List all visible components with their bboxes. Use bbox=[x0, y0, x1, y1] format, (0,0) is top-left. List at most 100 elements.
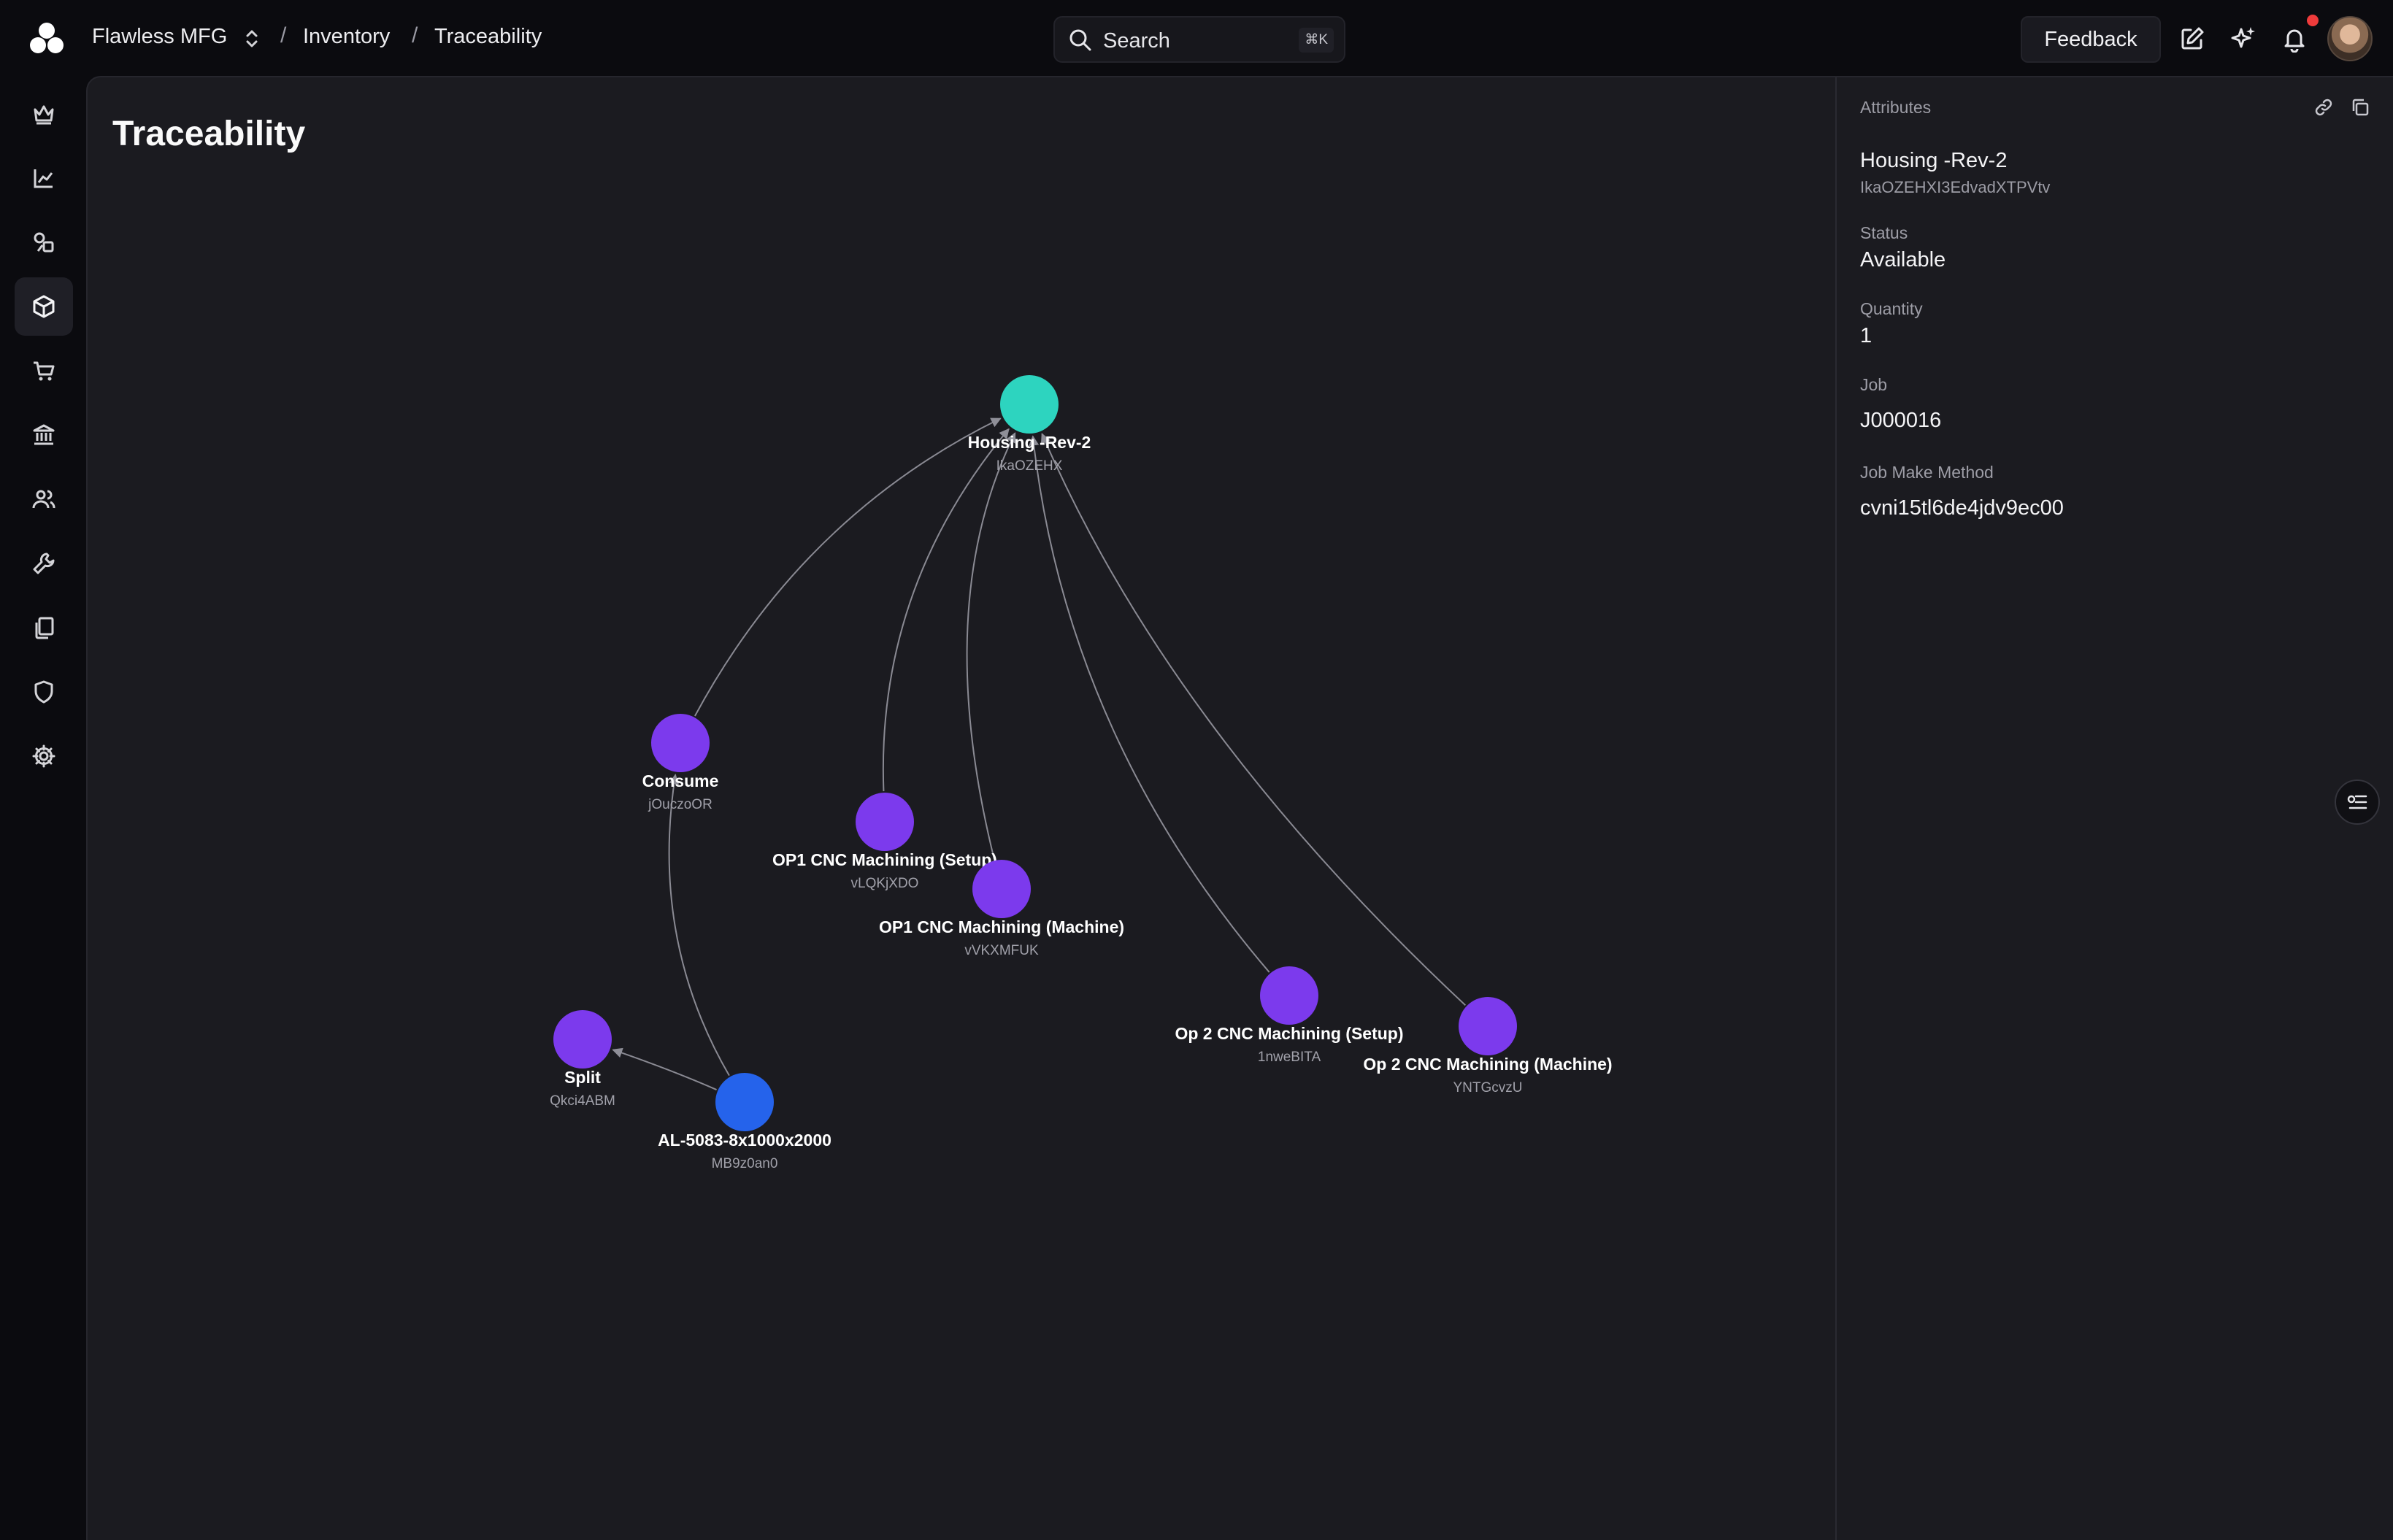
item-name: Housing -Rev-2 bbox=[1860, 149, 2008, 172]
graph-node-op2setup[interactable]: Op 2 CNC Machining (Setup) 1nweBITA bbox=[1175, 966, 1404, 1065]
graph-node-id: vVKXMFUK bbox=[964, 943, 1039, 958]
chart-icon bbox=[34, 169, 53, 188]
graph-node-circle[interactable] bbox=[1000, 375, 1059, 434]
status-label: Status bbox=[1860, 223, 1908, 242]
graph-node-circle[interactable] bbox=[553, 1010, 612, 1069]
sidebar-item-people[interactable] bbox=[15, 470, 73, 528]
sidebar-item-settings[interactable] bbox=[15, 727, 73, 785]
notification-dot bbox=[2307, 15, 2319, 26]
graph-node-label: AL-5083-8x1000x2000 bbox=[658, 1131, 831, 1150]
breadcrumb-separator: / bbox=[280, 23, 287, 47]
quantity-value: 1 bbox=[1860, 324, 1872, 347]
crown-icon bbox=[34, 105, 54, 125]
graph-node-label: OP1 CNC Machining (Setup) bbox=[772, 850, 997, 869]
sidebar-item-reports[interactable] bbox=[15, 149, 73, 207]
edit-icon[interactable] bbox=[2178, 25, 2206, 53]
sidebar-item-home[interactable] bbox=[15, 85, 73, 143]
sidebar bbox=[0, 76, 86, 1540]
graph-node-consume[interactable]: Consume jOuczoOR bbox=[642, 714, 719, 812]
graph-edge-op1setup-to-housing bbox=[882, 428, 1010, 792]
graph-node-id: 1nweBITA bbox=[1258, 1050, 1321, 1065]
sidebar-item-resources[interactable] bbox=[15, 534, 73, 593]
graph-node-label: Split bbox=[564, 1068, 601, 1087]
graph-node-label: Housing -Rev-2 bbox=[968, 433, 1091, 452]
make-method-value[interactable]: cvni15tl6de4jdv9ec00 bbox=[1860, 496, 2064, 520]
sidebar-item-quality[interactable] bbox=[15, 663, 73, 721]
graph-node-id: MB9z0an0 bbox=[712, 1156, 778, 1171]
search-placeholder: Search bbox=[1103, 29, 1170, 53]
graph-node-id: vLQKjXDO bbox=[851, 876, 919, 891]
graph-node-label: Op 2 CNC Machining (Machine) bbox=[1363, 1055, 1612, 1074]
graph-node-circle[interactable] bbox=[1260, 966, 1318, 1025]
graph-node-label: Op 2 CNC Machining (Setup) bbox=[1175, 1024, 1403, 1043]
breadcrumb-inventory[interactable]: Inventory bbox=[303, 25, 391, 48]
graph-node-id: YNTGcvzU bbox=[1453, 1080, 1523, 1096]
top-bar: Flawless MFG / Inventory / Traceability … bbox=[0, 0, 2393, 76]
graph-node-id: Qkci4ABM bbox=[550, 1093, 615, 1109]
user-avatar[interactable] bbox=[2327, 16, 2373, 61]
graph-node-op1setup[interactable]: OP1 CNC Machining (Setup) vLQKjXDO bbox=[772, 793, 997, 891]
wrench-icon bbox=[33, 553, 55, 574]
package-icon bbox=[33, 295, 55, 318]
breadcrumb-traceability[interactable]: Traceability bbox=[434, 25, 542, 48]
graph-node-id: IkaOZEHX bbox=[996, 458, 1063, 474]
graph-node-op1machine[interactable]: OP1 CNC Machining (Machine) vVKXMFUK bbox=[879, 860, 1124, 958]
sidebar-item-accounting[interactable] bbox=[15, 406, 73, 464]
graph-node-label: OP1 CNC Machining (Machine) bbox=[879, 917, 1124, 936]
link-icon[interactable] bbox=[2313, 96, 2335, 118]
graph-node-op2machine[interactable]: Op 2 CNC Machining (Machine) YNTGcvzU bbox=[1363, 997, 1613, 1096]
attributes-panel: Attributes Housing -Rev-2 IkaOZEHXI3Edva… bbox=[1835, 77, 2393, 1540]
graph-edge-al5083-to-consume bbox=[668, 774, 730, 1077]
job-value[interactable]: J000016 bbox=[1860, 409, 1942, 432]
shield-icon bbox=[34, 680, 53, 704]
job-label: Job bbox=[1860, 375, 1888, 394]
sparkle-icon[interactable] bbox=[2229, 25, 2257, 53]
graph-node-label: Consume bbox=[642, 771, 719, 790]
panel-toggle-button[interactable] bbox=[2335, 779, 2380, 825]
status-value: Available bbox=[1860, 248, 1946, 272]
sidebar-item-parts[interactable] bbox=[15, 213, 73, 272]
page-title: Traceability bbox=[112, 115, 306, 153]
quantity-label: Quantity bbox=[1860, 299, 1923, 318]
graph-node-circle[interactable] bbox=[856, 793, 914, 851]
graph-edge-al5083-to-split bbox=[612, 1047, 717, 1090]
make-method-label: Job Make Method bbox=[1860, 463, 1994, 482]
graph-node-circle[interactable] bbox=[972, 860, 1031, 918]
feedback-button[interactable]: Feedback bbox=[2021, 16, 2161, 63]
cart-icon bbox=[34, 361, 55, 381]
graph-node-circle[interactable] bbox=[1459, 997, 1517, 1055]
graph-node-circle[interactable] bbox=[651, 714, 710, 772]
users-icon bbox=[32, 490, 55, 509]
attributes-header: Attributes bbox=[1860, 98, 1932, 117]
documents-icon bbox=[35, 617, 54, 639]
shapes-icon bbox=[34, 232, 54, 253]
graph-edges bbox=[612, 417, 1467, 1090]
graph-edge-op2machine-to-housing bbox=[1040, 433, 1467, 1006]
item-id: IkaOZEHXI3EdvadXTPVtv bbox=[1860, 178, 2051, 196]
sidebar-item-inventory[interactable] bbox=[15, 277, 73, 336]
copy-icon[interactable] bbox=[2349, 96, 2371, 118]
bell-icon[interactable] bbox=[2281, 25, 2308, 53]
bank-icon bbox=[33, 424, 55, 445]
graph-edge-op1machine-to-housing bbox=[966, 432, 1016, 860]
graph-node-circle[interactable] bbox=[715, 1073, 774, 1131]
org-switcher[interactable]: Flawless MFG bbox=[92, 25, 228, 48]
list-settings-icon bbox=[2347, 795, 2367, 809]
sidebar-item-documents[interactable] bbox=[15, 598, 73, 657]
graph-node-id: jOuczoOR bbox=[648, 797, 712, 812]
search-shortcut-badge: ⌘K bbox=[1299, 28, 1334, 53]
breadcrumb-separator: / bbox=[412, 23, 418, 47]
app-logo-icon[interactable] bbox=[26, 20, 67, 58]
sidebar-item-sales[interactable] bbox=[15, 342, 73, 400]
settings-icon bbox=[32, 744, 55, 768]
search-icon bbox=[1069, 29, 1091, 51]
graph-edge-consume-to-housing bbox=[694, 417, 1002, 717]
chevron-up-down-icon[interactable] bbox=[241, 26, 263, 51]
search-input[interactable]: Search ⌘K bbox=[1053, 16, 1345, 63]
